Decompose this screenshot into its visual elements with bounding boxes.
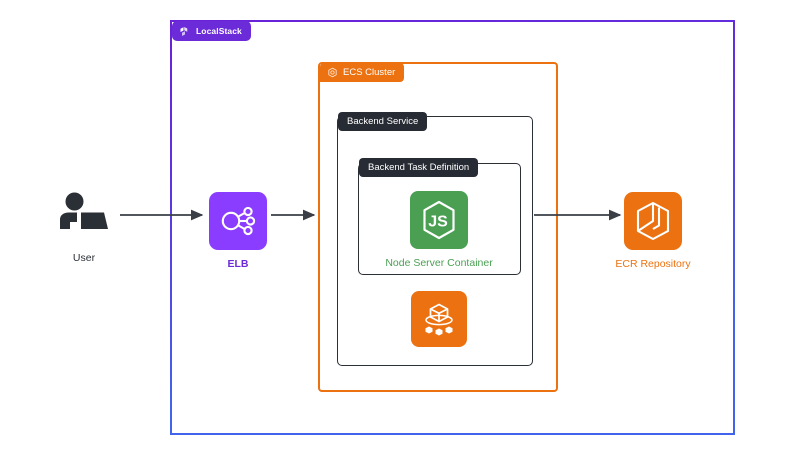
node-node-server-label: Node Server Container [385, 257, 493, 269]
svg-text:JS: JS [428, 214, 448, 231]
backend-service-badge: Backend Service [338, 112, 428, 131]
node-elb-label: ELB [227, 258, 249, 270]
backend-service-badge-label: Backend Service [347, 115, 419, 127]
nodejs-js-hexagon-icon: JS [410, 191, 468, 249]
ecs-cluster-icon [327, 67, 338, 78]
task-definition-badge-label: Backend Task Definition [368, 161, 470, 173]
ecs-cluster-badge: ECS Cluster [320, 63, 405, 82]
node-elb[interactable]: ELB [209, 192, 267, 271]
backend-service-boundary [337, 116, 533, 366]
node-user[interactable]: User [48, 186, 120, 265]
task-definition-badge: Backend Task Definition [359, 158, 479, 177]
localstack-badge: LocalStack [172, 21, 251, 41]
ecr-container-registry-icon [624, 192, 682, 250]
localstack-logo-icon [179, 25, 191, 37]
node-user-label: User [72, 252, 96, 264]
localstack-badge-label: LocalStack [196, 25, 242, 36]
ecs-cluster-badge-label: ECS Cluster [343, 66, 396, 78]
user-at-laptop-icon [57, 186, 111, 244]
node-ecr-label: ECR Repository [615, 258, 691, 270]
node-ecr-repository[interactable]: ECR Repository [615, 192, 691, 271]
ecs-cluster-boundary [318, 62, 558, 392]
node-ecs-task[interactable] [411, 291, 467, 347]
elb-load-balancer-icon [209, 192, 267, 250]
node-node-server-container[interactable]: JS Node Server Container [385, 191, 493, 270]
ecs-task-cube-icon [411, 291, 467, 347]
